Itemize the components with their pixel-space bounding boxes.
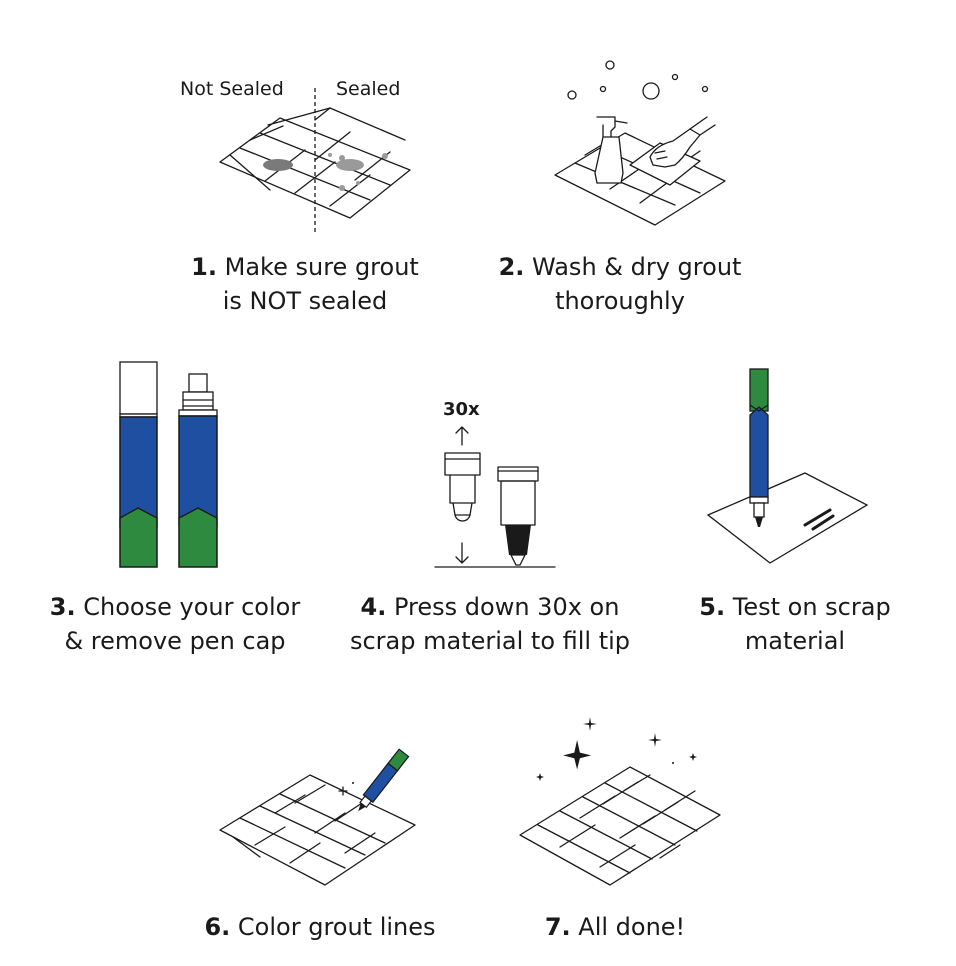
- caption-line-2: thoroughly: [555, 287, 685, 315]
- wash-grout-illustration: [554, 60, 726, 226]
- caption-line-2: scrap material to fill tip: [349, 627, 631, 655]
- step-number: 3.: [49, 593, 76, 621]
- caption-line-2: is NOT sealed: [222, 287, 388, 315]
- step-2-caption: 2. Wash & dry grout thoroughly: [490, 250, 750, 318]
- pens-illustration: [119, 361, 218, 568]
- caption-line-1: All done!: [578, 913, 686, 941]
- color-grout-illustration: [219, 748, 416, 886]
- step-1: Not Sealed Sealed 1. Make sure grout: [170, 70, 440, 330]
- step-4-caption: 4. Press down 30x on scrap material to f…: [340, 590, 640, 658]
- caption-line-1: Test on scrap: [732, 593, 891, 621]
- not-sealed-label: Not Sealed: [180, 78, 284, 100]
- press-count-label: 30x: [443, 399, 480, 420]
- step-6-caption: 6. Color grout lines: [185, 910, 455, 944]
- step-number: 2.: [498, 253, 525, 281]
- press-tip-illustration: 30x: [434, 399, 556, 568]
- caption-line-1: Press down 30x on: [394, 593, 620, 621]
- step-3: 3. Choose your color & remove pen cap: [30, 360, 320, 660]
- step-1-caption: 1. Make sure grout is NOT sealed: [170, 250, 440, 318]
- step-5: 5. Test on scrap material: [670, 365, 920, 660]
- step-number: 1.: [191, 253, 217, 281]
- step-number: 7.: [544, 913, 571, 941]
- stain-mark: [263, 159, 293, 171]
- step-number: 5.: [699, 593, 726, 621]
- test-on-paper-illustration: [706, 368, 869, 564]
- step-5-caption: 5. Test on scrap material: [670, 590, 920, 658]
- step-3-caption: 3. Choose your color & remove pen cap: [30, 590, 320, 658]
- caption-line-1: Wash & dry grout: [532, 253, 742, 281]
- step-7-caption: 7. All done!: [495, 910, 735, 944]
- caption-line-1: Choose your color: [83, 593, 301, 621]
- caption-line-2: material: [744, 627, 846, 655]
- step-number: 4.: [360, 593, 387, 621]
- step-7: 7. All done!: [495, 705, 735, 945]
- step-2: 2. Wash & dry grout thoroughly: [490, 55, 750, 330]
- step-6: 6. Color grout lines: [185, 745, 455, 945]
- step-number: 6.: [204, 913, 231, 941]
- caption-line-1: Color grout lines: [237, 913, 436, 941]
- stain-mark: [336, 159, 364, 171]
- sealed-vs-unsealed-tiles-illustration: Not Sealed Sealed: [180, 78, 411, 235]
- caption-line-2: & remove pen cap: [64, 627, 286, 655]
- finished-tiles-illustration: [519, 717, 721, 886]
- caption-line-1: Make sure grout: [224, 253, 419, 281]
- step-4: 30x 4. Press down 30x on scrap material …: [340, 395, 640, 660]
- sealed-label: Sealed: [336, 78, 400, 100]
